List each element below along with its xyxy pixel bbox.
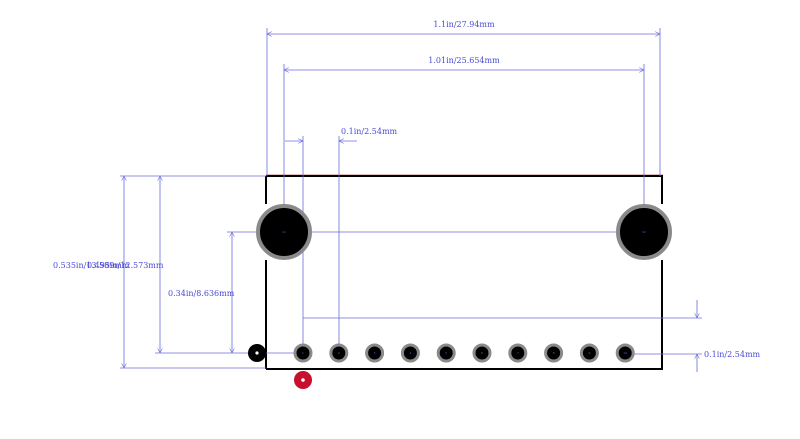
signal-pad <box>329 343 349 363</box>
signal-pad-label: 3 <box>374 351 376 355</box>
signal-pad-label: 6 <box>481 351 483 355</box>
mount-hole-right <box>616 204 672 260</box>
dim-pin-pitch-right-label: 0.1in/2.54mm <box>704 350 761 359</box>
signal-pad-label: 10 <box>623 351 627 355</box>
signal-pad <box>293 343 313 363</box>
signal-pad-label: 5 <box>445 351 447 355</box>
signal-pad-label: 1 <box>302 351 304 355</box>
signal-pad <box>579 343 599 363</box>
signal-pad-label: 2 <box>338 351 340 355</box>
signal-pad <box>436 343 456 363</box>
dim-overall-height-a-label: 0.535in/13.589mm <box>53 261 130 270</box>
pin1-dot-black-center <box>255 351 259 355</box>
signal-pad-label: 7 <box>517 351 519 355</box>
signal-pad <box>544 343 564 363</box>
dimension-lines <box>120 28 702 372</box>
dimension-labels: 1.1in/27.94mm 1.01in/25.654mm 0.1in/2.54… <box>53 20 761 359</box>
mount-hole-left <box>256 204 312 260</box>
signal-pad <box>508 343 528 363</box>
signal-pad <box>615 343 635 363</box>
signal-pad <box>472 343 492 363</box>
signal-pad <box>400 343 420 363</box>
mount-hole-left-label: 11 <box>282 230 286 234</box>
pin1-indicators <box>248 344 312 389</box>
mount-hole-right-label: 12 <box>642 230 646 234</box>
component-outline <box>265 174 663 370</box>
pin1-marker-red-center <box>301 378 305 382</box>
mounting-holes: 11 12 <box>256 204 672 260</box>
signal-pad-label: 4 <box>409 351 411 355</box>
signal-pad <box>365 343 385 363</box>
dim-hole-spacing-label: 1.01in/25.654mm <box>428 56 500 65</box>
signal-pads: 1 2 3 4 5 6 7 8 9 10 <box>293 343 635 363</box>
signal-pad-label: 8 <box>553 351 555 355</box>
dim-pin-pitch-top-label: 0.1in/2.54mm <box>341 127 398 136</box>
dim-hole-to-pin-label: 0.34in/8.636mm <box>168 289 235 298</box>
signal-pad-label: 9 <box>588 351 590 355</box>
dim-overall-width-label: 1.1in/27.94mm <box>433 20 495 29</box>
dim-overall-height-b-label: 0.495in/12.573mm <box>87 261 164 270</box>
